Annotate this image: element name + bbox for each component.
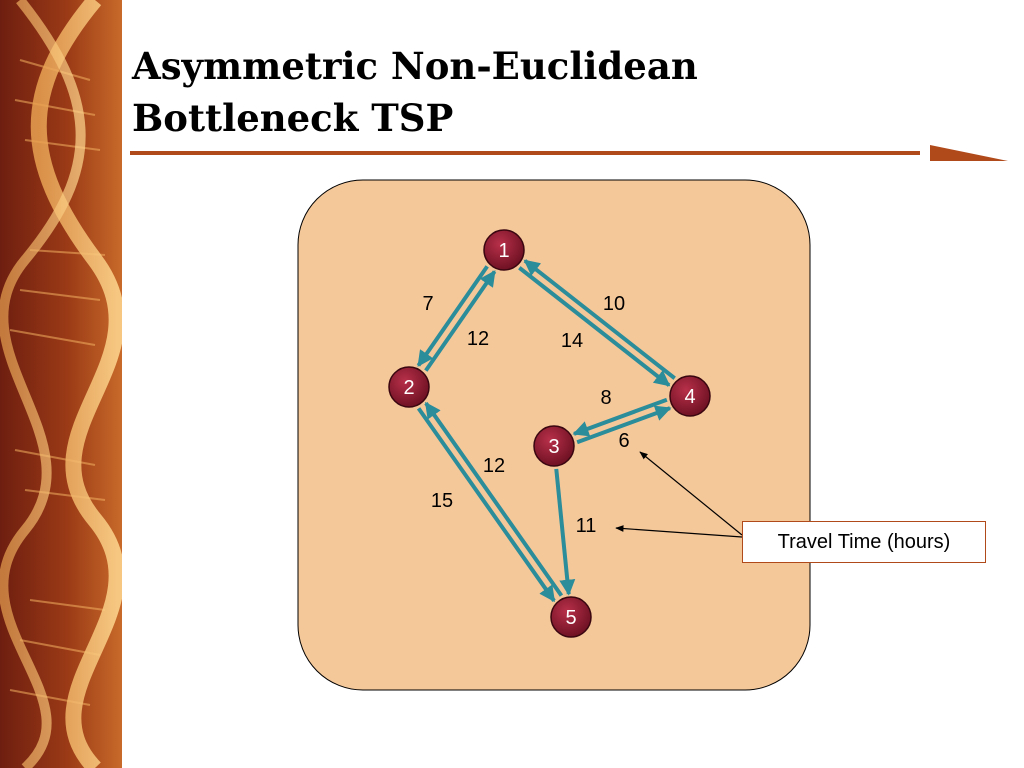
edge-1-to-4 [518,266,671,387]
node-1: 1 [483,229,525,271]
edge-label-2-5: 15 [431,490,453,512]
title-line-1: Asymmetric Non-Euclidean [132,44,698,88]
edge-5-to-2 [424,401,564,597]
node-2-label: 2 [403,377,414,399]
callout-arrow-1 [639,451,743,536]
title-underline-arrow [130,145,1008,161]
edge-layer [416,259,676,603]
node-1-label: 1 [498,240,509,262]
edge-4-to-3 [572,397,668,437]
edge-label-2-1: 7 [422,293,433,315]
node-layer: 1 2 3 4 5 [388,229,711,638]
page-title: Asymmetric Non-Euclidean Bottleneck TSP [132,40,698,144]
edge-3-to-4 [576,405,672,445]
dna-helix-decoration [0,0,122,768]
legend-callout-box: Travel Time (hours) [742,521,986,563]
edge-label-3-4: 8 [600,387,611,409]
title-line-2: Bottleneck TSP [132,96,454,140]
edge-label-3-5: 11 [576,515,597,537]
node-3: 3 [533,425,575,467]
node-2: 2 [388,366,430,408]
legend-text: Travel Time (hours) [777,530,951,553]
edge-label-5-2: 12 [483,455,505,477]
node-4-label: 4 [684,386,695,408]
edge-label-4-1: 10 [603,293,625,315]
edge-label-1-2: 12 [467,328,489,350]
edge-label-1-4: 14 [561,330,583,352]
edge-2-to-5 [416,407,556,603]
node-3-label: 3 [548,436,559,458]
callout-arrows [615,451,743,538]
edge-4-to-1 [523,259,676,380]
edge-3-to-5 [554,468,576,596]
edge-1-to-2 [416,265,489,367]
edge-2-to-1 [424,270,497,372]
edge-label-layer: 7 12 10 14 8 6 12 15 11 [422,293,629,537]
node-5-label: 5 [565,607,576,629]
node-4: 4 [669,375,711,417]
edge-label-4-3: 6 [618,430,629,452]
node-5: 5 [550,596,592,638]
callout-arrow-2 [615,525,743,538]
